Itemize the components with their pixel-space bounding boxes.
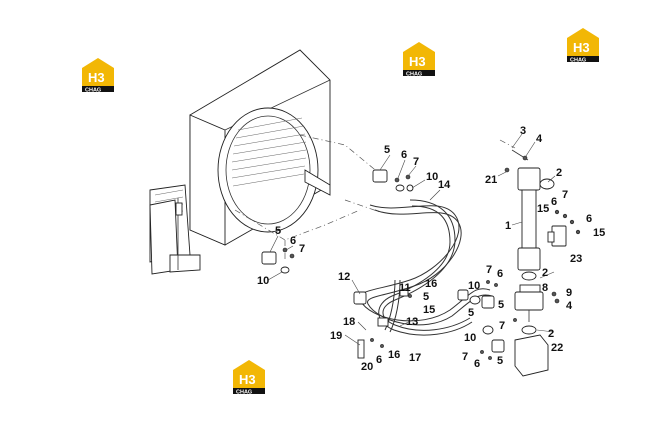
radiator-core bbox=[231, 117, 307, 187]
callout-6: 6 bbox=[551, 196, 557, 208]
logo-brand: H3 bbox=[573, 40, 590, 55]
callout-3: 3 bbox=[520, 125, 526, 137]
callout-5: 5 bbox=[423, 291, 429, 303]
callout-18: 18 bbox=[343, 316, 355, 328]
logo-sub: CHAG bbox=[570, 58, 586, 64]
callout-2: 2 bbox=[548, 328, 554, 340]
logo-sub: CHAG bbox=[406, 72, 422, 78]
callout-7: 7 bbox=[462, 351, 468, 363]
logo-bottom-left: H3 CHAG bbox=[233, 360, 265, 396]
callout-labels: 5 6 7 10 14 5 6 7 10 3 4 21 2 1 15 6 7 6… bbox=[257, 125, 605, 373]
callout-15: 15 bbox=[537, 203, 549, 215]
callout-2: 2 bbox=[556, 167, 562, 179]
callout-7: 7 bbox=[299, 243, 305, 255]
callout-15: 15 bbox=[423, 304, 435, 316]
logo-sub: CHAG bbox=[85, 88, 101, 94]
callout-5: 5 bbox=[275, 225, 281, 237]
callout-10: 10 bbox=[464, 332, 476, 344]
callout-10: 10 bbox=[426, 171, 438, 183]
callout-4: 4 bbox=[566, 300, 573, 312]
logo-brand: H3 bbox=[409, 54, 426, 69]
callout-6: 6 bbox=[586, 213, 592, 225]
callout-5: 5 bbox=[384, 144, 390, 156]
callout-7: 7 bbox=[499, 320, 505, 332]
callout-15: 15 bbox=[593, 227, 605, 239]
logo-top-center: H3 CHAG bbox=[403, 42, 435, 78]
callout-6: 6 bbox=[474, 358, 480, 370]
logo-sub: CHAG bbox=[236, 390, 252, 396]
callout-10: 10 bbox=[257, 275, 269, 287]
callout-7: 7 bbox=[486, 264, 492, 276]
callout-11: 11 bbox=[399, 282, 411, 294]
callout-5: 5 bbox=[498, 299, 504, 311]
callout-17: 17 bbox=[409, 352, 421, 364]
callout-23: 23 bbox=[570, 253, 582, 265]
callout-14: 14 bbox=[438, 179, 451, 191]
callout-6: 6 bbox=[497, 268, 503, 280]
callout-6: 6 bbox=[401, 149, 407, 161]
callout-22: 22 bbox=[551, 342, 563, 354]
logo-top-right: H3 CHAG bbox=[567, 28, 599, 64]
callout-10: 10 bbox=[468, 280, 480, 292]
callout-6: 6 bbox=[376, 354, 382, 366]
callout-1: 1 bbox=[505, 220, 511, 232]
callout-9: 9 bbox=[566, 287, 572, 299]
callout-20: 20 bbox=[361, 361, 373, 373]
callout-5: 5 bbox=[497, 355, 503, 367]
fan-shroud-assembly bbox=[149, 49, 331, 275]
leader-lines bbox=[267, 133, 556, 346]
callout-16: 16 bbox=[388, 349, 400, 361]
logo-brand: H3 bbox=[88, 70, 105, 85]
callout-8: 8 bbox=[542, 282, 548, 294]
logo-brand: H3 bbox=[239, 372, 256, 387]
callout-5: 5 bbox=[468, 307, 474, 319]
callout-7: 7 bbox=[562, 189, 568, 201]
logo-top-left: H3 CHAG bbox=[82, 58, 114, 94]
callout-12: 12 bbox=[338, 271, 350, 283]
callout-7: 7 bbox=[413, 156, 419, 168]
callout-2: 2 bbox=[542, 267, 548, 279]
callout-13: 13 bbox=[406, 316, 418, 328]
fittings bbox=[261, 169, 505, 360]
filter-column bbox=[504, 149, 581, 377]
callout-6: 6 bbox=[290, 235, 296, 247]
callout-19: 19 bbox=[330, 330, 342, 342]
hoses bbox=[358, 199, 493, 336]
callout-16: 16 bbox=[425, 278, 437, 290]
callout-21: 21 bbox=[485, 174, 497, 186]
callout-4: 4 bbox=[536, 133, 543, 145]
